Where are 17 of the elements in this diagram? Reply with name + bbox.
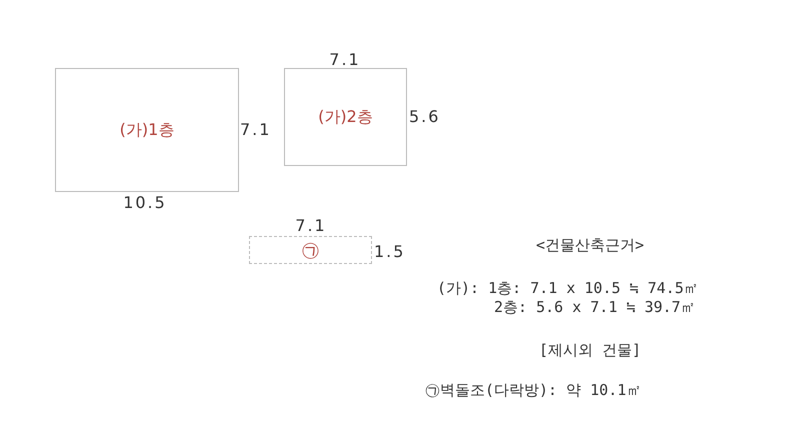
area-note: ㉠벽돌조(다락방): 약 10.1㎡ <box>425 381 642 399</box>
floor-label: (가)2층 <box>318 106 373 128</box>
annex-plan-box <box>249 236 372 264</box>
floor-plan-box <box>55 68 239 192</box>
dimension-label: 7.1 <box>240 121 272 139</box>
dimension-label: 10.5 <box>123 194 167 212</box>
dimension-label: 7.1 <box>295 217 327 235</box>
floor-label: (가)1층 <box>120 120 174 140</box>
circled-marker: ㉠ <box>302 239 320 262</box>
floor-plan-box <box>284 68 407 166</box>
dimension-label: 7.1 <box>329 51 361 69</box>
dimension-label: 5.6 <box>409 108 440 126</box>
dimension-label: 1.5 <box>374 243 406 261</box>
area-formula: (가): 1층: 7.1 x 10.5 ≒ 74.5㎡ <box>437 279 699 297</box>
section-heading: [제시외 건물] <box>538 341 642 359</box>
area-formula: 2층: 5.6 x 7.1 ≒ 39.7㎡ <box>494 298 696 316</box>
section-heading: <건물산축근거> <box>536 236 644 254</box>
